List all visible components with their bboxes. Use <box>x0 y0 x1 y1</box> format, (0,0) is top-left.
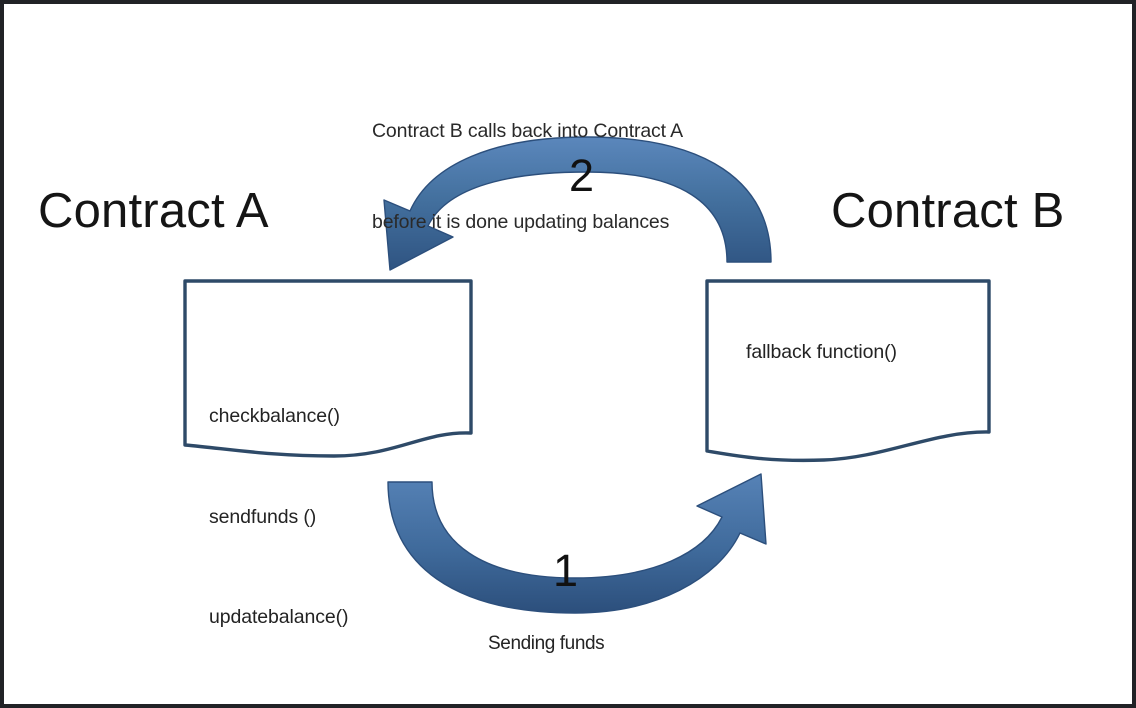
callback-annotation: Contract B calls back into Contract A be… <box>372 56 683 298</box>
contract-a-function-list: checkbalance() sendfunds () updatebalanc… <box>209 333 349 702</box>
flow-2-step-number: 2 <box>569 150 595 201</box>
callback-annotation-line-2: before it is done updating balances <box>372 211 670 234</box>
contract-b-box-outline <box>705 279 991 463</box>
contract-a-function-1: checkbalance() <box>209 405 340 428</box>
callback-annotation-line-1: Contract B calls back into Contract A <box>372 120 683 143</box>
contract-a-function-2: sendfunds () <box>209 505 317 528</box>
flow-1-arrow <box>387 473 767 614</box>
contract-a-function-3: updatebalance() <box>209 606 349 629</box>
contract-b-heading: Contract B <box>831 184 1065 238</box>
flow-2-arrow <box>383 136 772 271</box>
flow-1-label: Sending funds <box>488 633 605 654</box>
contract-b-box <box>705 279 991 463</box>
flow-1-step-number: 1 <box>553 545 579 596</box>
contract-a-box-outline <box>183 279 473 458</box>
contract-a-heading: Contract A <box>38 184 269 238</box>
flow-1-arc-path <box>387 473 767 614</box>
contract-b-function-list: fallback function() <box>746 341 897 363</box>
flow-2-arc-path <box>383 136 772 271</box>
diagram-graphics <box>183 136 991 614</box>
contract-a-box <box>183 279 473 458</box>
